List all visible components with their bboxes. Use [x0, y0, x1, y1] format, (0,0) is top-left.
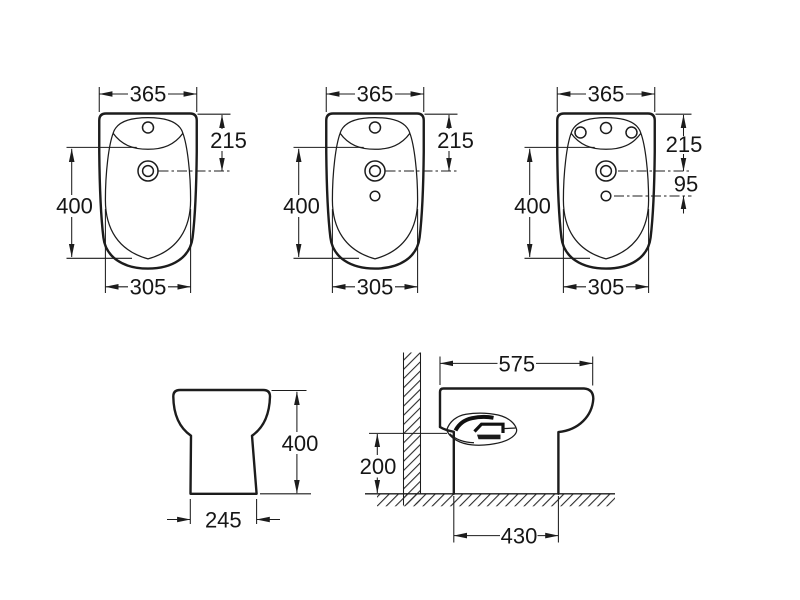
front-view: 400 245	[167, 388, 319, 533]
dim-rim-to-drain: 215	[437, 128, 474, 153]
dim-overall-width: 365	[357, 82, 394, 107]
dim-bowl-length: 400	[56, 194, 93, 219]
dim-bowl-length: 400	[514, 194, 551, 219]
top-view-single-hole-spray: 365 215 400 305	[283, 82, 474, 300]
dim-rim-to-drain: 215	[210, 128, 247, 153]
tap-hole	[141, 121, 155, 134]
base-depth-dimension	[453, 496, 559, 543]
floor-hatch	[377, 493, 615, 507]
dim-front-width: 305	[588, 275, 625, 300]
tap-hole-center	[599, 121, 613, 135]
dim-front-width: 305	[130, 275, 167, 300]
side-view: 575 200 430	[360, 351, 615, 549]
tap-hole	[368, 121, 382, 134]
spray-hole	[600, 190, 612, 202]
dim-bowl-length: 400	[283, 194, 320, 219]
top-view-single-hole: 365 215 400 305	[56, 82, 247, 300]
tap-hole-right	[625, 126, 638, 139]
bidet-side-outline	[438, 387, 595, 495]
trap-outlet-cutaway	[446, 412, 518, 446]
dim-outlet-height: 200	[360, 454, 397, 479]
depth-dimension	[439, 356, 594, 386]
spray-hole	[369, 190, 381, 202]
dim-height: 400	[282, 431, 319, 456]
height-dimension	[260, 389, 311, 495]
bidet-top-outline	[67, 87, 197, 293]
dim-depth: 575	[498, 351, 535, 376]
dim-base-width: 245	[205, 508, 242, 533]
dim-drain-to-spray: 95	[674, 172, 698, 197]
tap-hole-left	[574, 126, 587, 139]
bidet-top-outline	[294, 87, 424, 293]
dim-overall-width: 365	[588, 82, 625, 107]
dim-overall-width: 365	[130, 82, 167, 107]
dim-front-width: 305	[357, 275, 394, 300]
dim-rim-to-drain: 215	[666, 132, 703, 157]
bidet-top-outline	[525, 87, 655, 293]
rim-drain-spray-dimensions	[614, 113, 692, 214]
top-view-three-hole-spray: 365 215 95 400 305	[514, 82, 702, 300]
base-width-dimension	[167, 499, 280, 524]
dim-base-depth: 430	[501, 524, 538, 549]
wall-hatch	[403, 352, 421, 505]
bidet-front-outline	[172, 388, 272, 495]
